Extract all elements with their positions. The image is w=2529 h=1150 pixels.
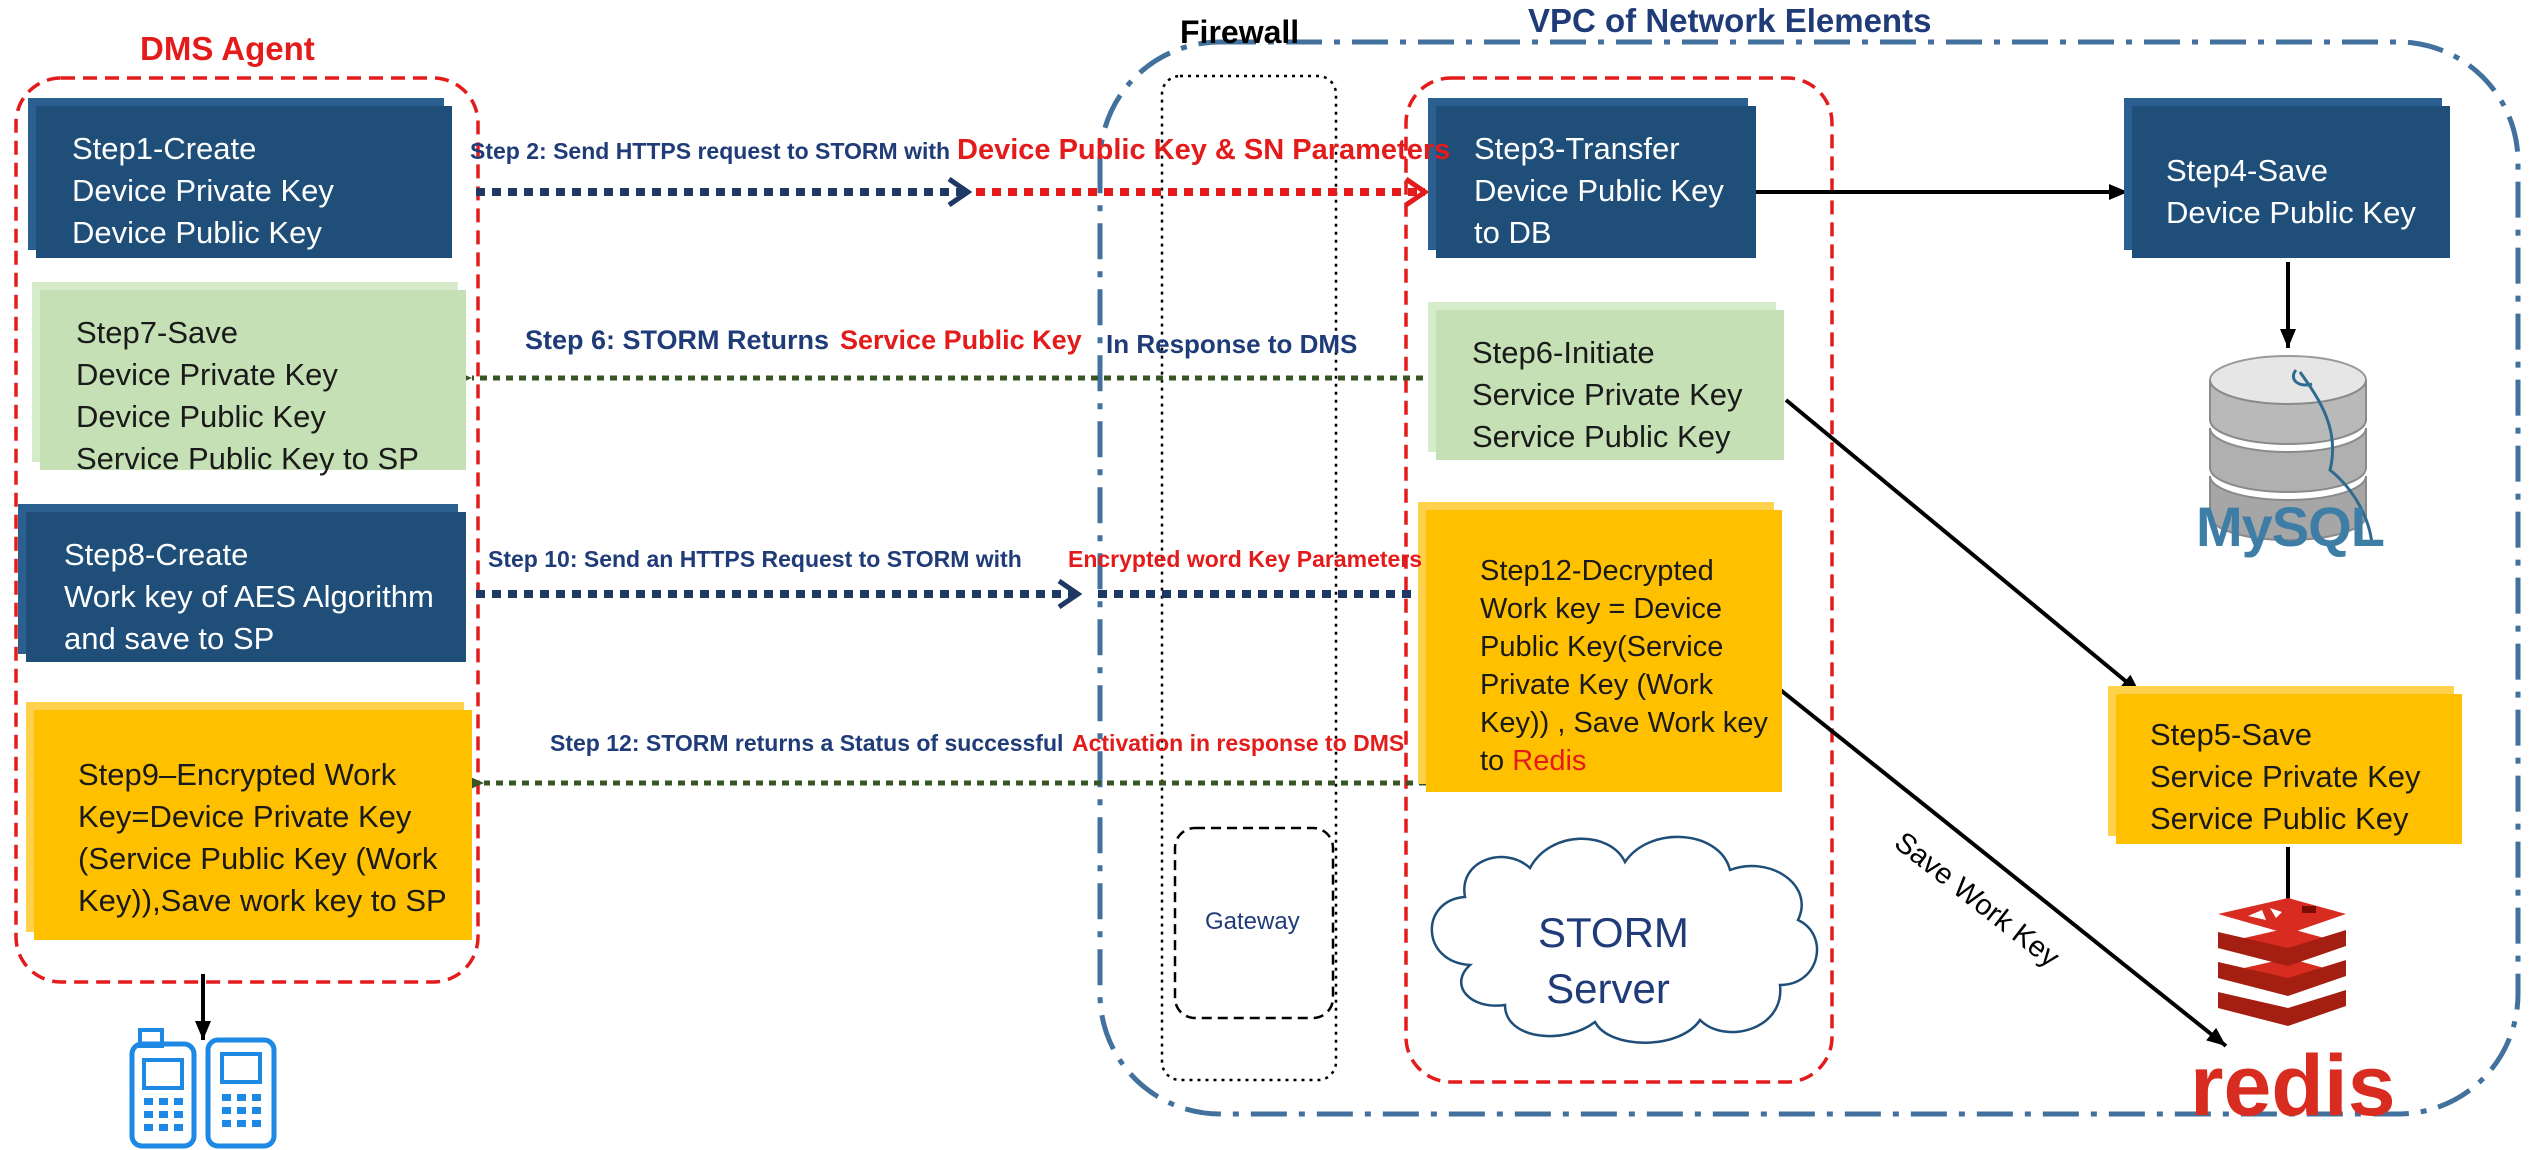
step6-box: Step6-Initiate Service Private Key Servi… <box>1436 310 1784 460</box>
step4-box: Step4-Save Device Public Key <box>2132 106 2450 258</box>
step3-text: Step3-Transfer Device Public Key to DB <box>1474 131 1724 250</box>
step7-box: Step7-Save Device Private Key Device Pub… <box>40 290 466 476</box>
mysql-database-icon <box>2209 355 2374 546</box>
step5-text: Step5-Save Service Private Key Service P… <box>2150 717 2421 836</box>
gateway-label: Gateway <box>1205 908 1300 935</box>
step1-box: Step1-Create Device Private Key Device P… <box>36 106 452 258</box>
step12-text: Step12-Decrypted Work key = Device Publi… <box>1480 552 1768 780</box>
vpc-boundary <box>1097 39 2521 1117</box>
step8-text: Step8-Create Work key of AES Algorithm a… <box>64 537 434 656</box>
step12-to-redis-arrow <box>1776 686 2228 1048</box>
card-reader-icon <box>205 1037 277 1149</box>
pos-terminal-icon <box>129 1028 197 1149</box>
step2-label-params: Device Public Key & SN Parameters <box>957 134 1451 166</box>
step10-label-params: Encrypted word Key Parameters <box>1068 546 1423 572</box>
step6-label-key: Service Public Key <box>840 325 1082 355</box>
storm-region-boundary <box>1404 76 1834 1084</box>
redis-logo-text: redis <box>2190 1038 2396 1134</box>
step12-box: Step12-Decrypted Work key = Device Publi… <box>1426 510 1782 792</box>
gateway-boundary <box>1173 826 1335 1020</box>
step7-text: Step7-Save Device Private Key Device Pub… <box>76 315 419 476</box>
step1-text: Step1-Create Device Private Key Device P… <box>72 131 334 250</box>
step6-label-response: In Response to DMS <box>1106 329 1358 359</box>
firewall-boundary <box>1160 74 1338 1082</box>
step6-to-step5-arrow <box>1784 398 2142 695</box>
step9-box: Step9–Encrypted Work Key=Device Private … <box>34 710 472 940</box>
step4-text: Step4-Save Device Public Key <box>2166 153 2416 230</box>
step2-label: Step 2: Send HTTPS request to STORM with <box>470 138 951 164</box>
step5-box: Step5-Save Service Private Key Service P… <box>2116 694 2462 844</box>
step10-label: Step 10: Send an HTTPS Request to STORM … <box>488 546 1022 572</box>
step8-box: Step8-Create Work key of AES Algorithm a… <box>26 512 466 662</box>
dms-agent-title: DMS Agent <box>140 30 315 67</box>
step12-label: Step 12: STORM returns a Status of succe… <box>550 730 1064 756</box>
step3-box: Step3-Transfer Device Public Key to DB <box>1436 106 1756 258</box>
step6-label: Step 6: STORM Returns <box>525 325 830 355</box>
step6-text: Step6-Initiate Service Private Key Servi… <box>1472 335 1743 454</box>
storm-server-cloud <box>1430 835 1819 1044</box>
storm-server-label: STORM Server <box>1538 909 1689 1012</box>
vpc-title: VPC of Network Elements <box>1528 2 1932 39</box>
step12-label-activation: Activation in response to DMS <box>1072 730 1405 756</box>
step9-text: Step9–Encrypted Work Key=Device Private … <box>78 757 447 918</box>
firewall-title: Firewall <box>1180 14 1300 50</box>
redis-logo-icon <box>2218 898 2346 1026</box>
mysql-logo-text: MySQL <box>2196 495 2385 558</box>
step12-text-redis: Redis <box>1512 745 1587 777</box>
dms-agent-boundary <box>14 76 480 984</box>
step12-text-main: Step12-Decrypted Work key = Device Publi… <box>1480 555 1768 777</box>
